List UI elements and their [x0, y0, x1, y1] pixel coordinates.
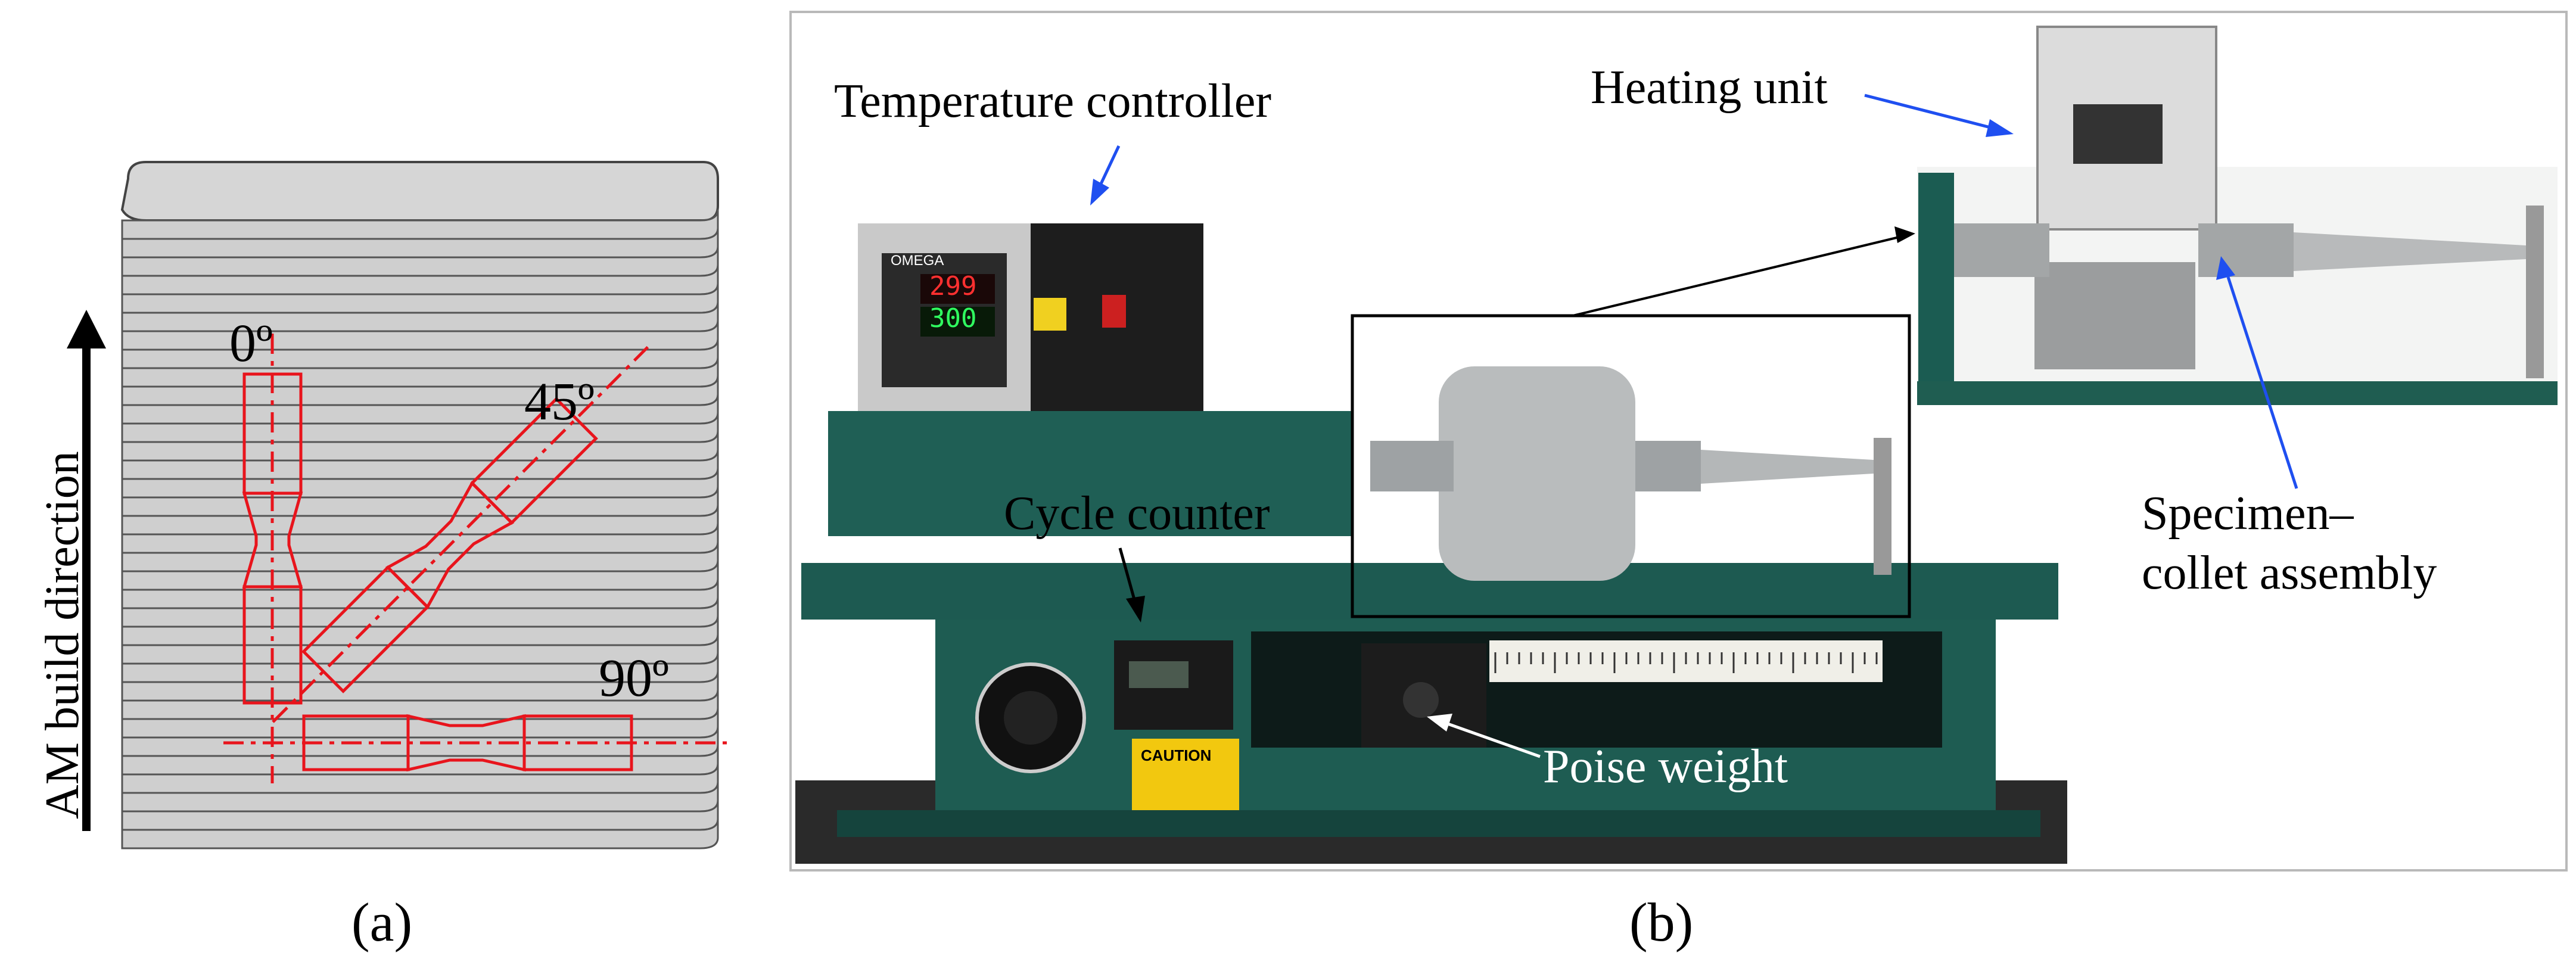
- panel-b-caption: (b): [1629, 892, 1694, 953]
- inset-collet-left: [1954, 223, 2049, 277]
- controller-display-bottom: 300: [929, 303, 977, 334]
- controller-brand: OMEGA: [891, 253, 944, 269]
- machine-foot: [837, 810, 2040, 837]
- heater-element: [2073, 104, 2163, 164]
- collet-left: [1370, 441, 1454, 491]
- specimen-45deg: [272, 346, 649, 723]
- inset-end-bracket: [2526, 206, 2544, 378]
- scale-ticks: [1494, 652, 1878, 673]
- heating-unit-label: Heating unit: [1591, 61, 1828, 114]
- temp-arrowhead: [1090, 179, 1109, 206]
- specimen-90deg: [223, 714, 727, 772]
- thermocouple-plug: [1034, 298, 1066, 331]
- zoom-box: [1351, 314, 1911, 618]
- poise-weight-label: Poise weight: [1543, 740, 1788, 793]
- cycle-counter-label: Cycle counter: [1004, 487, 1270, 540]
- cycle-arrowhead: [1126, 596, 1145, 623]
- load-taper: [1701, 450, 1874, 484]
- inset-taper: [2294, 232, 2526, 271]
- end-bracket: [1874, 438, 1891, 575]
- panel-a-caption: (a): [351, 892, 413, 953]
- panel-a: AM build direction 0º 45º 90º (a): [0, 0, 774, 971]
- temp-arrow: [1097, 145, 1121, 189]
- specimen-arrowhead: [2216, 256, 2235, 280]
- collet-right: [1635, 441, 1701, 491]
- cycle-arrow: [1118, 547, 1137, 602]
- inset-collet-right: [2198, 223, 2294, 277]
- angle-45-label: 45º: [524, 372, 595, 431]
- top-layer: [120, 161, 719, 222]
- heating-arrow: [1864, 94, 1993, 130]
- dial-center: [1004, 691, 1057, 745]
- machine-head: [828, 411, 1352, 536]
- specimen-collet-label-line2: collet assembly: [2142, 547, 2437, 599]
- build-layers-diagram: [67, 161, 727, 849]
- inset-photo: [1917, 167, 2558, 405]
- heating-drum: [1439, 366, 1635, 581]
- cycle-counter-display: [1129, 661, 1189, 688]
- power-switch[interactable]: [1102, 295, 1126, 328]
- machine-bed-top: [801, 563, 2058, 620]
- specimen-arrow: [2226, 276, 2298, 489]
- poise-arrow: [1447, 722, 1541, 758]
- layer-stack: [121, 209, 719, 849]
- specimen-collet-label-line1: Specimen–: [2142, 487, 2354, 540]
- heating-arrowhead: [1986, 119, 2014, 137]
- temperature-controller-label: Temperature controller: [834, 75, 1272, 127]
- controller-display-top: 299: [929, 271, 977, 301]
- display-top-bg: [920, 274, 995, 304]
- specimen-0deg: [242, 334, 303, 783]
- inset-support: [1918, 173, 1954, 381]
- display-bottom-bg: [920, 307, 995, 337]
- poise-arrowhead: [1427, 714, 1452, 732]
- inset-heater-base: [2034, 262, 2195, 369]
- build-direction-arrowhead: [67, 310, 106, 348]
- caution-text: CAUTION: [1141, 746, 1212, 764]
- build-layer: [121, 818, 719, 849]
- caution-label: [1132, 739, 1239, 810]
- angle-90-label: 90º: [599, 649, 669, 708]
- angle-0-label: 0º: [229, 314, 273, 373]
- inset-base: [1917, 381, 2558, 405]
- zoom-connector-head: [1894, 226, 1915, 243]
- zoom-connector: [1572, 234, 1907, 317]
- poise-knob: [1403, 682, 1439, 718]
